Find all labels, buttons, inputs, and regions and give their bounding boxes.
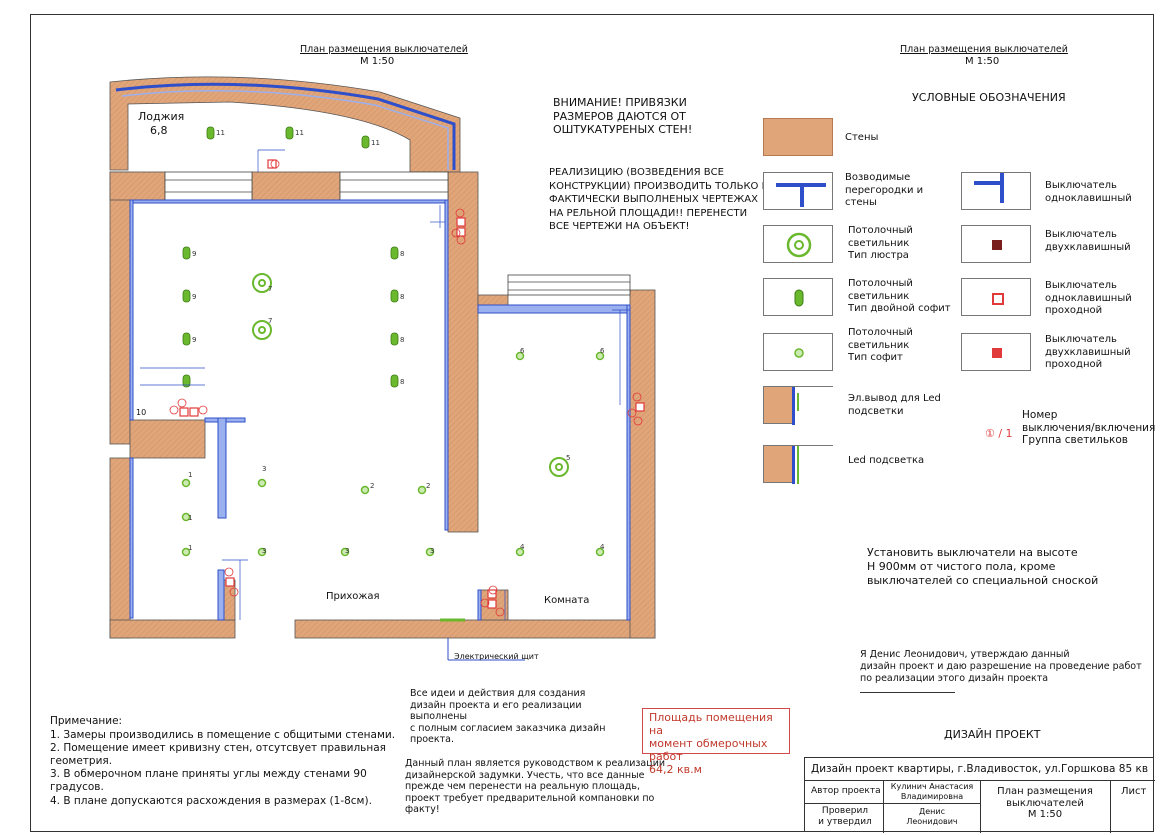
approval-line-1: Я Денис Леонидович, утверждаю данный — [860, 649, 1070, 660]
legend-wall-swatch — [763, 118, 833, 156]
legend-heading: УСЛОВНЫЕ ОБОЗНАЧЕНИЯ — [912, 91, 1066, 104]
soffit-lights — [181, 351, 605, 557]
drawing-frame — [30, 14, 1154, 832]
stamp-sheet-label: Лист — [1121, 786, 1147, 797]
title-block: Дизайн проект квартиры, г.Владивосток, у… — [804, 757, 1155, 833]
stamp-approved-name: Денис Леонидович — [906, 807, 958, 826]
plan-note: Данный план является руководством к реал… — [405, 758, 666, 815]
legend-single-switch-label: Выключатель одноклавишный — [1045, 180, 1132, 204]
svg-text:8: 8 — [400, 336, 404, 344]
loggia-label: Лоджия — [138, 110, 185, 123]
switch-markers — [169, 159, 643, 617]
stamp-project: Дизайн проект квартиры, г.Владивосток, у… — [811, 763, 1149, 775]
corner-label: 10 — [136, 408, 147, 417]
room-label: Комната — [544, 595, 590, 606]
legend-soffit-swatch — [763, 333, 833, 371]
approval-signature-line — [860, 692, 955, 693]
legend-double-soffit-label: Потолочный светильник Тип двойной софит — [848, 278, 951, 314]
svg-text:11: 11 — [371, 139, 380, 147]
stamp-sheet-title: План размещения выключателей М 1:50 — [997, 786, 1093, 820]
panel-label: Электрический щит — [454, 652, 539, 661]
instruction-text: РЕАЛИЗИЦИЮ (ВОЗВЕДЕНИЯ ВСЕ КОНСТРУКЦИИ) … — [549, 167, 777, 232]
legend-led-outlet-swatch — [763, 386, 834, 425]
legend-soffit-label: Потолочный светильник Тип софит — [848, 327, 913, 363]
svg-text:11: 11 — [216, 129, 225, 137]
loggia-area: 6,8 — [150, 124, 168, 137]
windows — [164, 171, 631, 296]
area-text: Площадь помещения на момент обмерочных р… — [649, 711, 773, 776]
svg-text:2: 2 — [426, 482, 430, 490]
svg-text:8: 8 — [400, 250, 404, 258]
legend-title: План размещения выключателей — [900, 44, 1068, 55]
legend-pass-single-switch-swatch — [961, 278, 1031, 316]
approval-line-3: по реализации этого дизайн проекта — [860, 673, 1049, 684]
legend-scale: М 1:50 — [965, 56, 1000, 67]
svg-text:7: 7 — [268, 285, 272, 293]
note-item-2: 2. Помещение имеет кривизну стен, отсутс… — [50, 742, 386, 754]
stamp-heading: ДИЗАЙН ПРОЕКТ — [944, 728, 1041, 741]
legend-pass-double-switch-label: Выключатель двухклавишный проходной — [1045, 334, 1131, 370]
approval-line-2: дизайн проект и даю разрешение на провед… — [860, 661, 1142, 672]
svg-text:6: 6 — [600, 347, 605, 355]
note-item-3: геометрия. — [50, 755, 113, 767]
svg-text:4: 4 — [600, 543, 605, 551]
svg-text:6: 6 — [520, 347, 525, 355]
note-item-6: 4. В плане допускаются расхождения в раз… — [50, 795, 372, 807]
svg-text:5: 5 — [566, 454, 570, 462]
legend-pass-single-switch-label: Выключатель одноклавишный проходной — [1045, 280, 1132, 316]
dimension-lines — [140, 149, 630, 620]
svg-text:4: 4 — [520, 543, 525, 551]
plan-title: План размещения выключателей — [300, 44, 468, 55]
svg-text:9: 9 — [192, 293, 196, 301]
svg-text:8: 8 — [400, 293, 404, 301]
legend-led-strip-swatch — [763, 445, 834, 484]
legend-double-soffit-swatch — [763, 278, 833, 316]
note-item-4: 3. В обмерочном плане приняты углы между… — [50, 768, 367, 780]
legend-led-strip-label: Led подсветка — [848, 455, 925, 466]
legend-chandelier-label: Потолочный светильник Тип люстра — [848, 225, 913, 261]
legend-pass-double-switch-swatch — [961, 333, 1031, 371]
legend-double-switch-swatch — [961, 225, 1031, 263]
walls — [109, 171, 656, 639]
legend-single-switch-swatch — [961, 172, 1031, 210]
area-box: Площадь помещения на момент обмерочных р… — [642, 708, 790, 776]
chandelier-lights — [252, 273, 569, 477]
legend-group-symbol: ① / 1 — [985, 427, 1013, 440]
svg-text:3: 3 — [262, 465, 266, 473]
stamp-author-label: Автор проекта — [811, 786, 881, 796]
legend-partition-label: Возводимые перегородки и стены — [845, 172, 924, 208]
svg-text:3: 3 — [430, 547, 434, 555]
stamp-approved-label: Проверил и утвердил — [818, 806, 872, 827]
partitions — [129, 199, 631, 621]
svg-text:8: 8 — [400, 378, 404, 386]
svg-text:3: 3 — [262, 547, 266, 555]
plan-scale: М 1:50 — [360, 56, 395, 67]
svg-text:1: 1 — [188, 514, 192, 522]
double-soffit-lights — [182, 126, 399, 388]
svg-text:1: 1 — [188, 544, 192, 552]
legend-group-label: Номер выключения/включения Группа светил… — [1022, 409, 1156, 446]
svg-text:9: 9 — [192, 336, 196, 344]
ideas-note: Все идеи и действия для создания дизайн … — [410, 688, 606, 745]
stamp-author-name: Кулинич Анастасия Владимировна — [890, 782, 974, 801]
svg-text:11: 11 — [295, 129, 304, 137]
legend-partition-swatch — [763, 172, 833, 210]
svg-text:1: 1 — [188, 471, 192, 479]
warning-text: ВНИМАНИЕ! ПРИВЯЗКИ РАЗМЕРОВ ДАЮТСЯ ОТ ОШ… — [553, 96, 693, 136]
hall-label: Прихожая — [326, 591, 380, 602]
note-item-5: градусов. — [50, 781, 104, 793]
svg-text:7: 7 — [268, 317, 272, 325]
legend-chandelier-swatch — [763, 225, 833, 263]
svg-text:2: 2 — [370, 482, 374, 490]
legend-led-outlet-label: Эл.вывод для Led подсветки — [848, 393, 941, 417]
note-item-1: 1. Замеры производились в помещение с об… — [50, 729, 396, 741]
svg-text:9: 9 — [192, 250, 196, 258]
legend-wall-label: Стены — [845, 132, 879, 143]
notes-heading: Примечание: — [50, 715, 123, 727]
legend-double-switch-label: Выключатель двухклавишный — [1045, 229, 1131, 253]
install-note: Установить выключатели на высоте Н 900мм… — [867, 546, 1099, 587]
svg-text:3: 3 — [345, 547, 349, 555]
